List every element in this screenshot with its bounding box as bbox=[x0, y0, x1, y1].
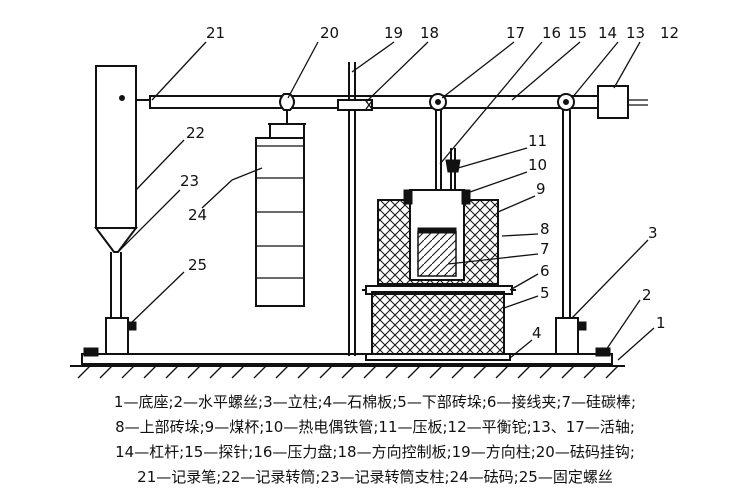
label-6: 6 bbox=[540, 262, 550, 280]
label-3: 3 bbox=[648, 224, 658, 242]
legend-line: 14—杠杆;15—探针;16—压力盘;18—方向控制板;19—方向柱;20—砝码… bbox=[115, 443, 635, 461]
label-20: 20 bbox=[320, 24, 339, 42]
leveling-screw bbox=[83, 347, 611, 357]
label-7: 7 bbox=[540, 240, 550, 258]
column bbox=[555, 110, 587, 355]
label-8: 8 bbox=[540, 220, 550, 238]
weight-hanger bbox=[268, 93, 306, 138]
recording-drum bbox=[94, 65, 138, 253]
legend-line: 1—底座;2—水平螺丝;3—立柱;4—石棉板;5—下部砖垛;6—接线夹;7—硅碳… bbox=[113, 393, 637, 411]
lower-brick-pile bbox=[371, 291, 505, 355]
label-18: 18 bbox=[420, 24, 439, 42]
weights bbox=[255, 137, 305, 307]
label-2: 2 bbox=[642, 286, 652, 304]
legend-line: 8—上部砖垛;9—煤杯;10—热电偶铁管;11—压板;12—平衡铊;13、17—… bbox=[115, 418, 635, 436]
label-24: 24 bbox=[188, 206, 207, 224]
label-4: 4 bbox=[532, 324, 542, 342]
legend-line: 21—记录笔;22—记录转筒;23—记录转筒支柱;24—砝码;25—固定螺丝 bbox=[137, 468, 613, 486]
label-16: 16 bbox=[542, 24, 561, 42]
apparatus-diagram: 21 20 19 18 17 16 15 14 13 12 22 11 10 2… bbox=[70, 24, 679, 379]
coal-cup bbox=[417, 227, 457, 277]
label-1: 1 bbox=[656, 314, 666, 332]
label-9: 9 bbox=[536, 180, 546, 198]
label-21: 21 bbox=[206, 24, 225, 42]
label-11: 11 bbox=[528, 132, 547, 150]
label-13: 13 bbox=[626, 24, 645, 42]
label-23: 23 bbox=[180, 172, 199, 190]
drum-support bbox=[105, 252, 137, 355]
leader-lines bbox=[117, 41, 655, 361]
legend: 1—底座;2—水平螺丝;3—立柱;4—石棉板;5—下部砖垛;6—接线夹;7—硅碳… bbox=[0, 392, 750, 492]
label-17: 17 bbox=[506, 24, 525, 42]
label-10: 10 bbox=[528, 156, 547, 174]
asbestos-board bbox=[365, 353, 511, 361]
direction-column bbox=[337, 62, 373, 356]
label-22: 22 bbox=[186, 124, 205, 142]
pivot bbox=[429, 93, 575, 111]
label-25: 25 bbox=[188, 256, 207, 274]
label-5: 5 bbox=[540, 284, 550, 302]
part-labels: 21 20 19 18 17 16 15 14 13 12 22 11 10 2… bbox=[180, 24, 679, 342]
counterweight bbox=[597, 85, 629, 119]
label-15: 15 bbox=[568, 24, 587, 42]
label-14: 14 bbox=[598, 24, 617, 42]
base bbox=[70, 353, 625, 379]
label-12: 12 bbox=[660, 24, 679, 42]
label-19: 19 bbox=[384, 24, 403, 42]
